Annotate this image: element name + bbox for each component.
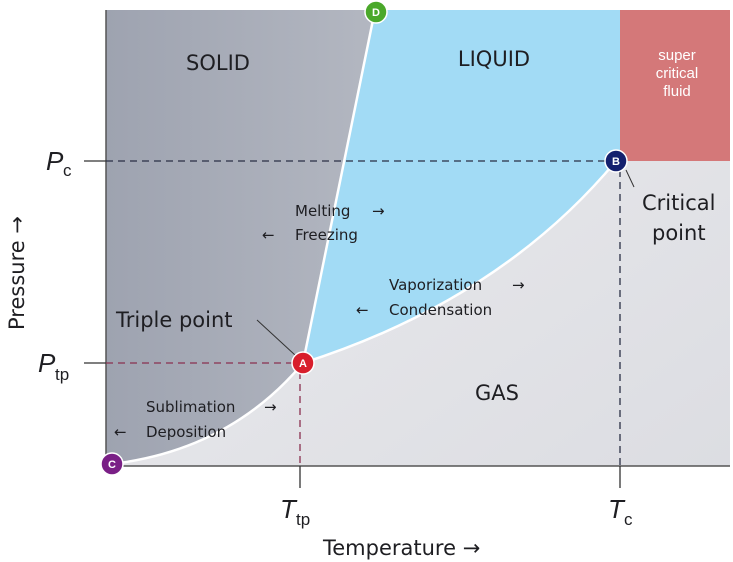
- supercritical-label: super critical fluid: [656, 47, 699, 100]
- melting-arrow: →: [372, 202, 385, 220]
- freezing-label: Freezing: [295, 226, 358, 244]
- melting-label: Melting: [295, 202, 350, 220]
- supercritical-line-2: critical: [656, 65, 699, 82]
- pc-main: P: [46, 146, 64, 176]
- y-axis-label: Pressure →: [5, 216, 29, 330]
- vaporization-arrow: →: [512, 276, 525, 294]
- point-a: A: [291, 351, 315, 375]
- point-b: B: [604, 149, 628, 173]
- sublimation-curve: [111, 362, 304, 466]
- critical-point-leader: [625, 169, 635, 188]
- tc-sub: c: [624, 510, 633, 529]
- gas-label: GAS: [475, 381, 519, 405]
- y-tick-pc: P c: [46, 146, 72, 180]
- supercritical-line-1: super: [658, 47, 696, 64]
- solid-region: [106, 10, 375, 466]
- solid-label: SOLID: [186, 51, 250, 75]
- ptp-sub: tp: [55, 365, 69, 384]
- pc-sub: c: [63, 161, 72, 180]
- condensation-arrow: ←: [356, 301, 369, 319]
- point-c-label: C: [108, 459, 116, 471]
- sublimation-label: Sublimation: [146, 398, 235, 416]
- melting-curve: [301, 9, 377, 364]
- vaporization-label: Vaporization: [389, 276, 482, 294]
- triple-point-leader: [256, 319, 296, 356]
- deposition-arrow: ←: [114, 423, 127, 441]
- triple-point-label: Triple point: [115, 308, 233, 332]
- vaporization-curve: [302, 160, 617, 365]
- freezing-arrow: ←: [262, 226, 275, 244]
- supercritical-line-3: fluid: [663, 83, 691, 100]
- point-b-label: B: [612, 156, 620, 168]
- point-c: C: [100, 452, 124, 476]
- x-tick-tc: T c: [608, 494, 633, 529]
- ttp-main: T: [280, 494, 298, 524]
- point-a-label: A: [299, 358, 307, 370]
- critical-point-line-1: Critical: [642, 191, 715, 215]
- point-d-label: D: [372, 7, 380, 19]
- tc-main: T: [608, 494, 626, 524]
- y-tick-ptp: P tp: [38, 348, 69, 384]
- ptp-main: P: [38, 348, 56, 378]
- liquid-label: LIQUID: [458, 47, 530, 71]
- liquid-region: [303, 10, 620, 363]
- x-axis-label: Temperature →: [322, 536, 480, 560]
- deposition-label: Deposition: [146, 423, 226, 441]
- ttp-sub: tp: [296, 510, 310, 529]
- supercritical-region: [620, 10, 730, 161]
- critical-point-line-2: point: [652, 221, 706, 245]
- point-d: D: [364, 0, 388, 24]
- sublimation-arrow: →: [264, 398, 277, 416]
- x-tick-ttp: T tp: [280, 494, 310, 529]
- condensation-label: Condensation: [389, 301, 492, 319]
